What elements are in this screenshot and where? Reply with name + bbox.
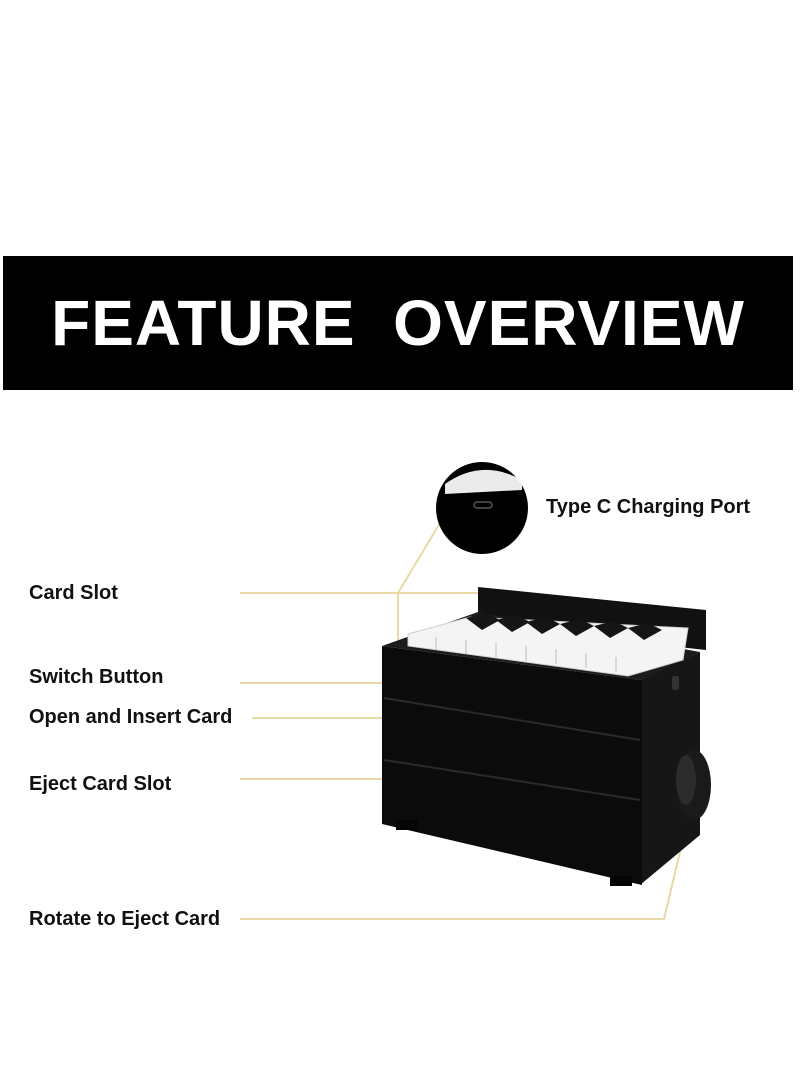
leader-rotate-eject [240, 817, 689, 920]
callout-open-insert-card: Open and Insert Card [29, 706, 233, 728]
callout-eject-card-slot: Eject Card Slot [29, 773, 172, 795]
leader-type-c [397, 522, 441, 648]
callout-card-slot: Card Slot [29, 582, 118, 604]
callout-switch-button: Switch Button [29, 666, 164, 688]
switch-button-icon [672, 676, 679, 690]
type-c-port-zoom [436, 462, 528, 554]
banner-title: FEATURE OVERVIEW [51, 287, 745, 359]
title-banner: FEATURE OVERVIEW [3, 256, 793, 390]
callout-rotate-eject-card: Rotate to Eject Card [29, 908, 221, 930]
piano-keys [407, 613, 689, 677]
usb-c-port-icon [473, 501, 493, 509]
callout-type-c-port: Type C Charging Port [546, 496, 751, 518]
rotate-knob-icon [676, 750, 711, 820]
